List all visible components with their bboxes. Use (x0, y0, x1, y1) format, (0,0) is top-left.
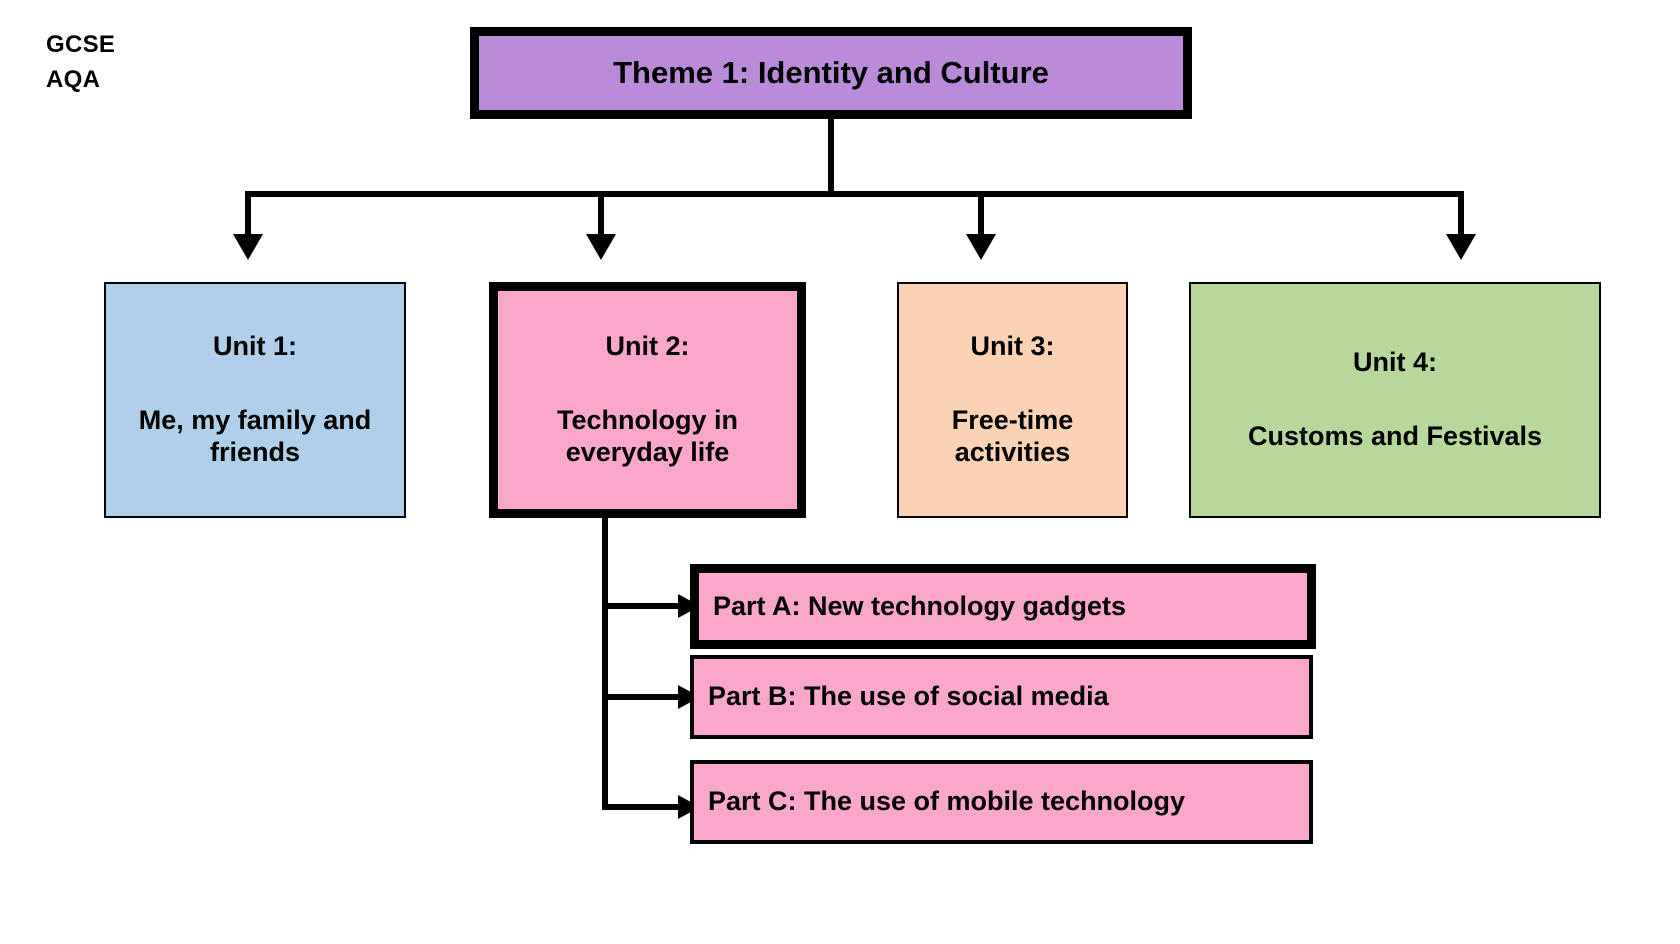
unit-box-4[interactable]: Unit 4: Customs and Festivals (1189, 282, 1601, 518)
unit-box-2[interactable]: Unit 2: Technology in everyday life (489, 282, 806, 518)
part-box-a[interactable]: Part A: New technology gadgets (690, 564, 1316, 649)
part-box-b[interactable]: Part B: The use of social media (690, 655, 1313, 739)
exam-board-line-2: AQA (46, 65, 101, 93)
unit-3-subtitle: Free-time activities (951, 405, 1074, 467)
part-b-label: Part B: The use of social media (708, 681, 1109, 712)
theme-box-label: Theme 1: Identity and Culture (613, 54, 1049, 90)
connector-feed-part-c (602, 804, 692, 810)
unit-1-title: Unit 1: (213, 331, 297, 362)
unit-4-title: Unit 4: (1353, 347, 1437, 378)
unit-2-subtitle: Technology in everyday life (557, 405, 738, 467)
theme-box[interactable]: Theme 1: Identity and Culture (470, 27, 1192, 119)
unit-2-title: Unit 2: (605, 331, 690, 362)
exam-board-label: GCSE AQA (46, 28, 115, 98)
part-box-c[interactable]: Part C: The use of mobile technology (690, 760, 1313, 844)
arrowhead-down-unit-1 (233, 234, 263, 260)
connector-drop-unit-4 (1458, 191, 1464, 243)
arrowhead-down-unit-2 (586, 234, 616, 260)
part-c-label: Part C: The use of mobile technology (708, 786, 1186, 817)
connector-drop-unit-3 (978, 191, 984, 243)
connector-feed-part-b (602, 694, 692, 700)
connector-theme-stem (828, 119, 834, 196)
connector-drop-unit-1 (245, 191, 251, 243)
connector-distribution-bar (245, 191, 1464, 197)
unit-3-title: Unit 3: (970, 331, 1055, 362)
exam-board-line-1: GCSE (46, 31, 116, 58)
unit-box-3[interactable]: Unit 3: Free-time activities (897, 282, 1128, 518)
unit-1-subtitle: Me, my family and friends (138, 405, 372, 467)
connector-feed-part-a (602, 603, 692, 609)
arrowhead-down-unit-3 (966, 234, 996, 260)
part-a-label: Part A: New technology gadgets (713, 590, 1127, 621)
connector-drop-unit-2 (598, 191, 604, 243)
unit-4-subtitle: Customs and Festivals (1247, 421, 1543, 451)
unit-box-1[interactable]: Unit 1: Me, my family and friends (104, 282, 406, 518)
arrowhead-down-unit-4 (1446, 234, 1476, 260)
connector-unit-2-spine (602, 516, 608, 810)
